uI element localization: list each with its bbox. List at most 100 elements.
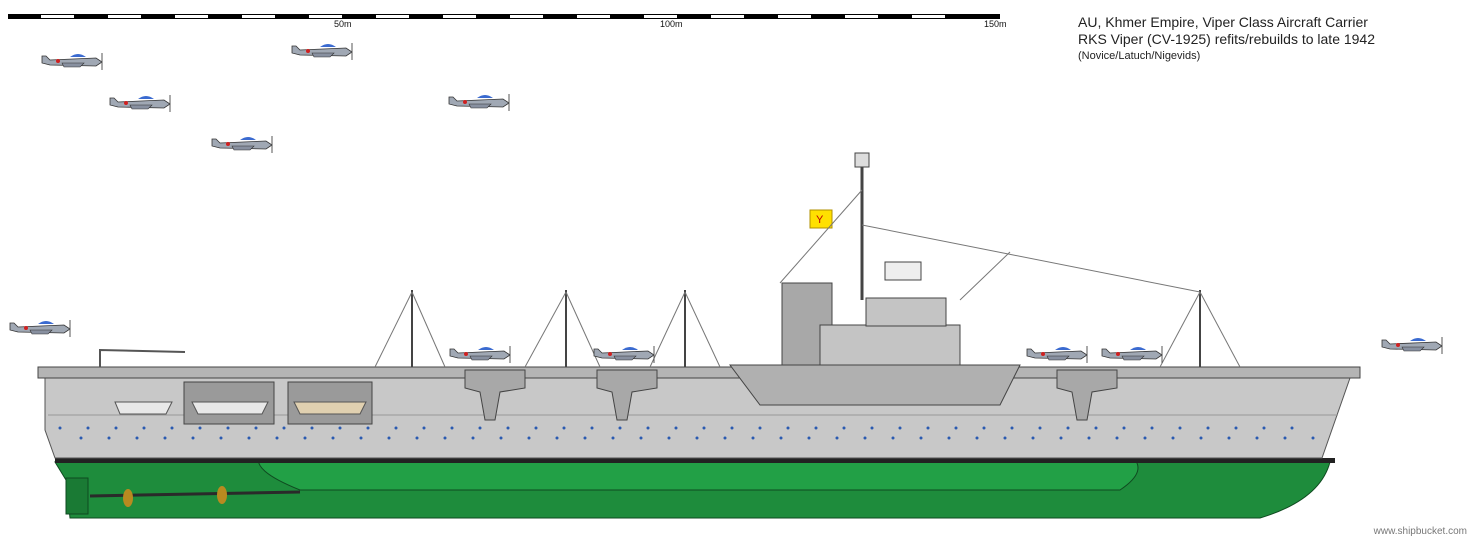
portholes [58, 426, 1315, 440]
porthole [807, 436, 811, 440]
porthole [58, 426, 62, 430]
porthole [366, 426, 370, 430]
porthole [1171, 436, 1175, 440]
porthole [555, 436, 559, 440]
propeller-icon [217, 486, 227, 504]
porthole [135, 436, 139, 440]
porthole [163, 436, 167, 440]
porthole [282, 426, 286, 430]
porthole [1290, 426, 1294, 430]
porthole [338, 426, 342, 430]
porthole [723, 436, 727, 440]
porthole [303, 436, 307, 440]
porthole [86, 426, 90, 430]
aircraft [109, 95, 171, 112]
porthole [247, 436, 251, 440]
aircraft [1381, 337, 1443, 354]
propeller-shafts [65, 477, 301, 515]
crane [99, 348, 186, 367]
radar-antenna [884, 261, 922, 281]
aircraft [211, 136, 273, 153]
boat [293, 401, 367, 415]
porthole [79, 436, 83, 440]
porthole [947, 436, 951, 440]
porthole [226, 426, 230, 430]
title-credits: (Novice/Latuch/Nigevids) [1078, 50, 1201, 62]
porthole [814, 426, 818, 430]
aircraft [449, 346, 511, 363]
scale-label-50m: 50m [334, 19, 352, 29]
porthole [471, 436, 475, 440]
porthole [758, 426, 762, 430]
aircraft [41, 53, 103, 70]
porthole [1003, 436, 1007, 440]
mast-radar [854, 152, 870, 168]
porthole [590, 426, 594, 430]
porthole [1115, 436, 1119, 440]
porthole [415, 436, 419, 440]
porthole [1143, 436, 1147, 440]
porthole [779, 436, 783, 440]
porthole [1031, 436, 1035, 440]
porthole [842, 426, 846, 430]
boot-topping [55, 458, 1335, 463]
porthole [170, 426, 174, 430]
porthole [1122, 426, 1126, 430]
porthole [310, 426, 314, 430]
porthole [1087, 436, 1091, 440]
aircraft [448, 94, 510, 111]
porthole [394, 426, 398, 430]
porthole [891, 436, 895, 440]
porthole [275, 436, 279, 440]
porthole [142, 426, 146, 430]
title-line-2: RKS Viper (CV-1925) refits/rebuilds to l… [1078, 31, 1376, 47]
porthole [499, 436, 503, 440]
porthole [1255, 436, 1259, 440]
porthole [639, 436, 643, 440]
svg-text:Y: Y [816, 214, 824, 226]
porthole [674, 426, 678, 430]
porthole [583, 436, 587, 440]
porthole [450, 426, 454, 430]
porthole [1178, 426, 1182, 430]
scale-label-100m: 100m [660, 19, 683, 29]
porthole [1010, 426, 1014, 430]
boat-bays [114, 381, 373, 425]
scale-label-150m: 150m [984, 19, 1007, 29]
porthole [730, 426, 734, 430]
porthole [919, 436, 923, 440]
porthole [702, 426, 706, 430]
porthole [1094, 426, 1098, 430]
aircraft [1026, 346, 1088, 363]
aircraft [593, 346, 655, 363]
porthole [1283, 436, 1287, 440]
porthole [198, 426, 202, 430]
porthole [422, 426, 426, 430]
porthole [1066, 426, 1070, 430]
porthole [646, 426, 650, 430]
porthole [926, 426, 930, 430]
porthole [1311, 436, 1315, 440]
boat [114, 401, 173, 415]
porthole [1199, 436, 1203, 440]
porthole [667, 436, 671, 440]
porthole [1227, 436, 1231, 440]
porthole [443, 436, 447, 440]
aircraft [1101, 346, 1163, 363]
porthole [1150, 426, 1154, 430]
porthole [478, 426, 482, 430]
title-line-1: AU, Khmer Empire, Viper Class Aircraft C… [1078, 14, 1368, 30]
porthole [387, 436, 391, 440]
watermark: www.shipbucket.com [1373, 526, 1467, 537]
porthole [1262, 426, 1266, 430]
porthole [786, 426, 790, 430]
porthole [506, 426, 510, 430]
porthole [1234, 426, 1238, 430]
island: Y [729, 152, 1021, 406]
porthole [534, 426, 538, 430]
porthole [870, 426, 874, 430]
porthole [1059, 436, 1063, 440]
gun-sponsons [464, 369, 1118, 421]
porthole [695, 436, 699, 440]
